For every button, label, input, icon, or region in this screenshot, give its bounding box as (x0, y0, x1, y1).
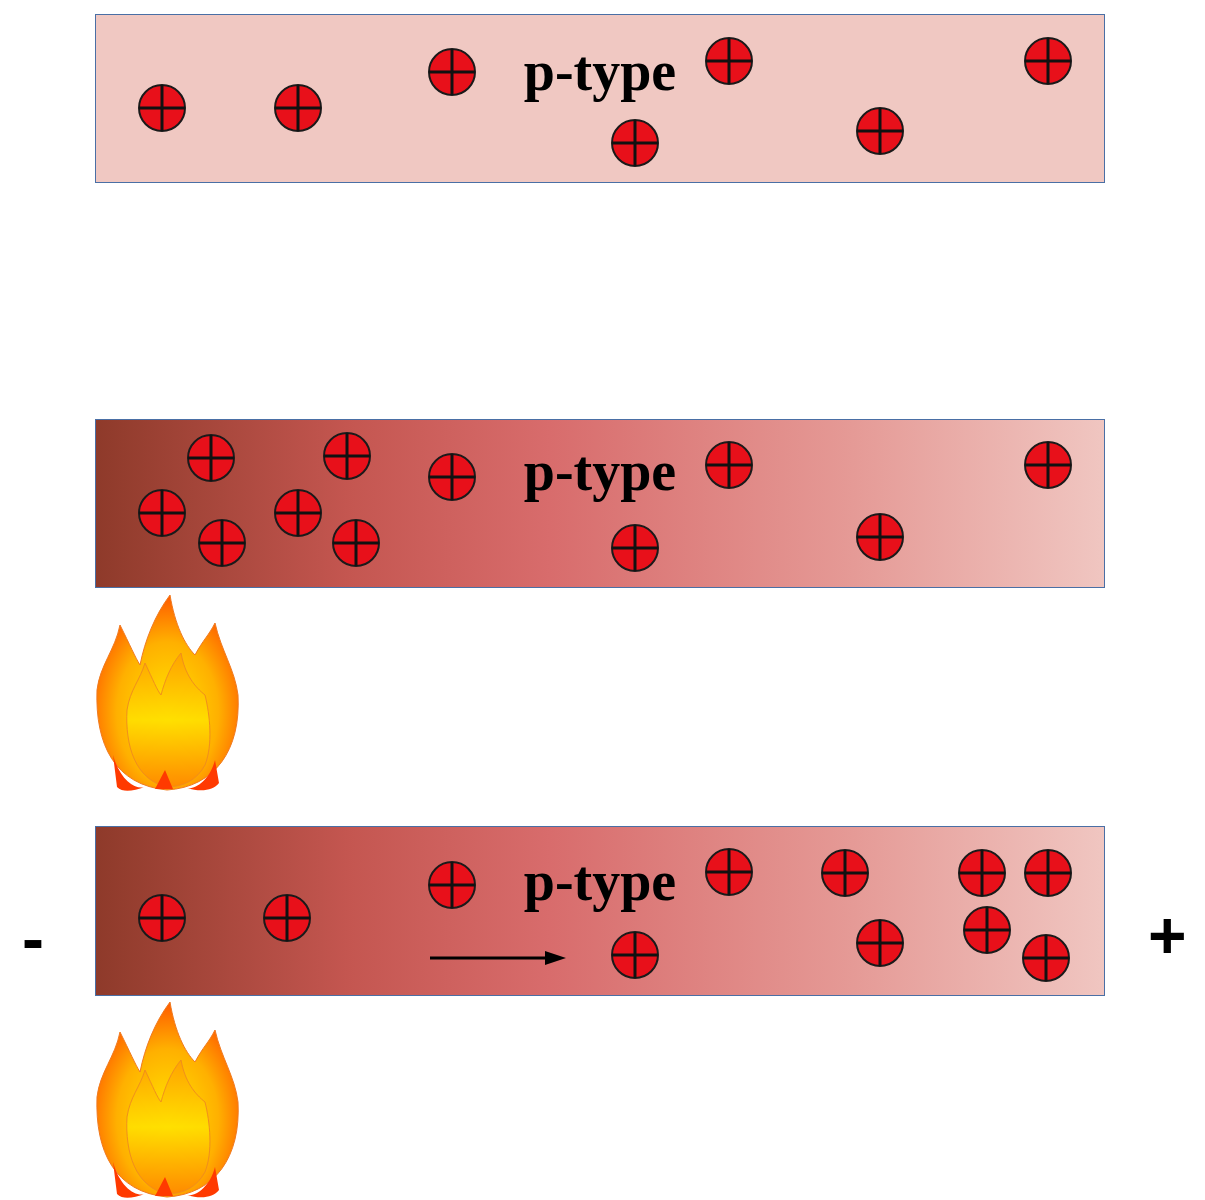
hole-symbol (964, 907, 1010, 953)
material-label: p-type (524, 443, 676, 499)
material-label: p-type (524, 43, 676, 99)
hole-carriers (139, 38, 1071, 981)
terminal-polarity: + (1148, 902, 1187, 968)
hole-symbol (429, 454, 475, 500)
material-label: p-type (524, 853, 676, 909)
hole-symbol (139, 490, 185, 536)
flame (97, 595, 238, 791)
hole-symbol (1025, 850, 1071, 896)
hole-symbol (188, 435, 234, 481)
hole-symbol (429, 49, 475, 95)
hole-symbol (612, 525, 658, 571)
hole-symbol (199, 520, 245, 566)
semiconductor-bar: p-type (95, 419, 1105, 588)
hole-symbol (612, 932, 658, 978)
hole-symbol (706, 38, 752, 84)
hole-symbol (275, 490, 321, 536)
drift-arrow (430, 951, 566, 965)
hole-symbol (333, 520, 379, 566)
hole-symbol (429, 862, 475, 908)
hole-symbol (139, 895, 185, 941)
hole-symbol (857, 514, 903, 560)
heated-bar (95, 419, 1105, 588)
hole-symbol (822, 850, 868, 896)
hole-symbol (264, 895, 310, 941)
heated-bar (95, 826, 1105, 996)
hole-symbol (1025, 38, 1071, 84)
hole-symbol (706, 442, 752, 488)
hole-symbol (139, 85, 185, 131)
hole-symbol (857, 920, 903, 966)
hole-symbol (1023, 935, 1069, 981)
hole-symbol (857, 108, 903, 154)
hole-symbol (324, 433, 370, 479)
terminal-polarity: - (22, 905, 44, 971)
hole-symbol (1025, 442, 1071, 488)
hole-symbol (612, 120, 658, 166)
hole-symbol (275, 85, 321, 131)
hole-symbol (959, 850, 1005, 896)
cold-bar (95, 14, 1105, 183)
semiconductor-bar: p-type (95, 826, 1105, 996)
flame (97, 1002, 238, 1198)
semiconductor-bar: p-type (95, 14, 1105, 183)
hole-symbol (706, 849, 752, 895)
